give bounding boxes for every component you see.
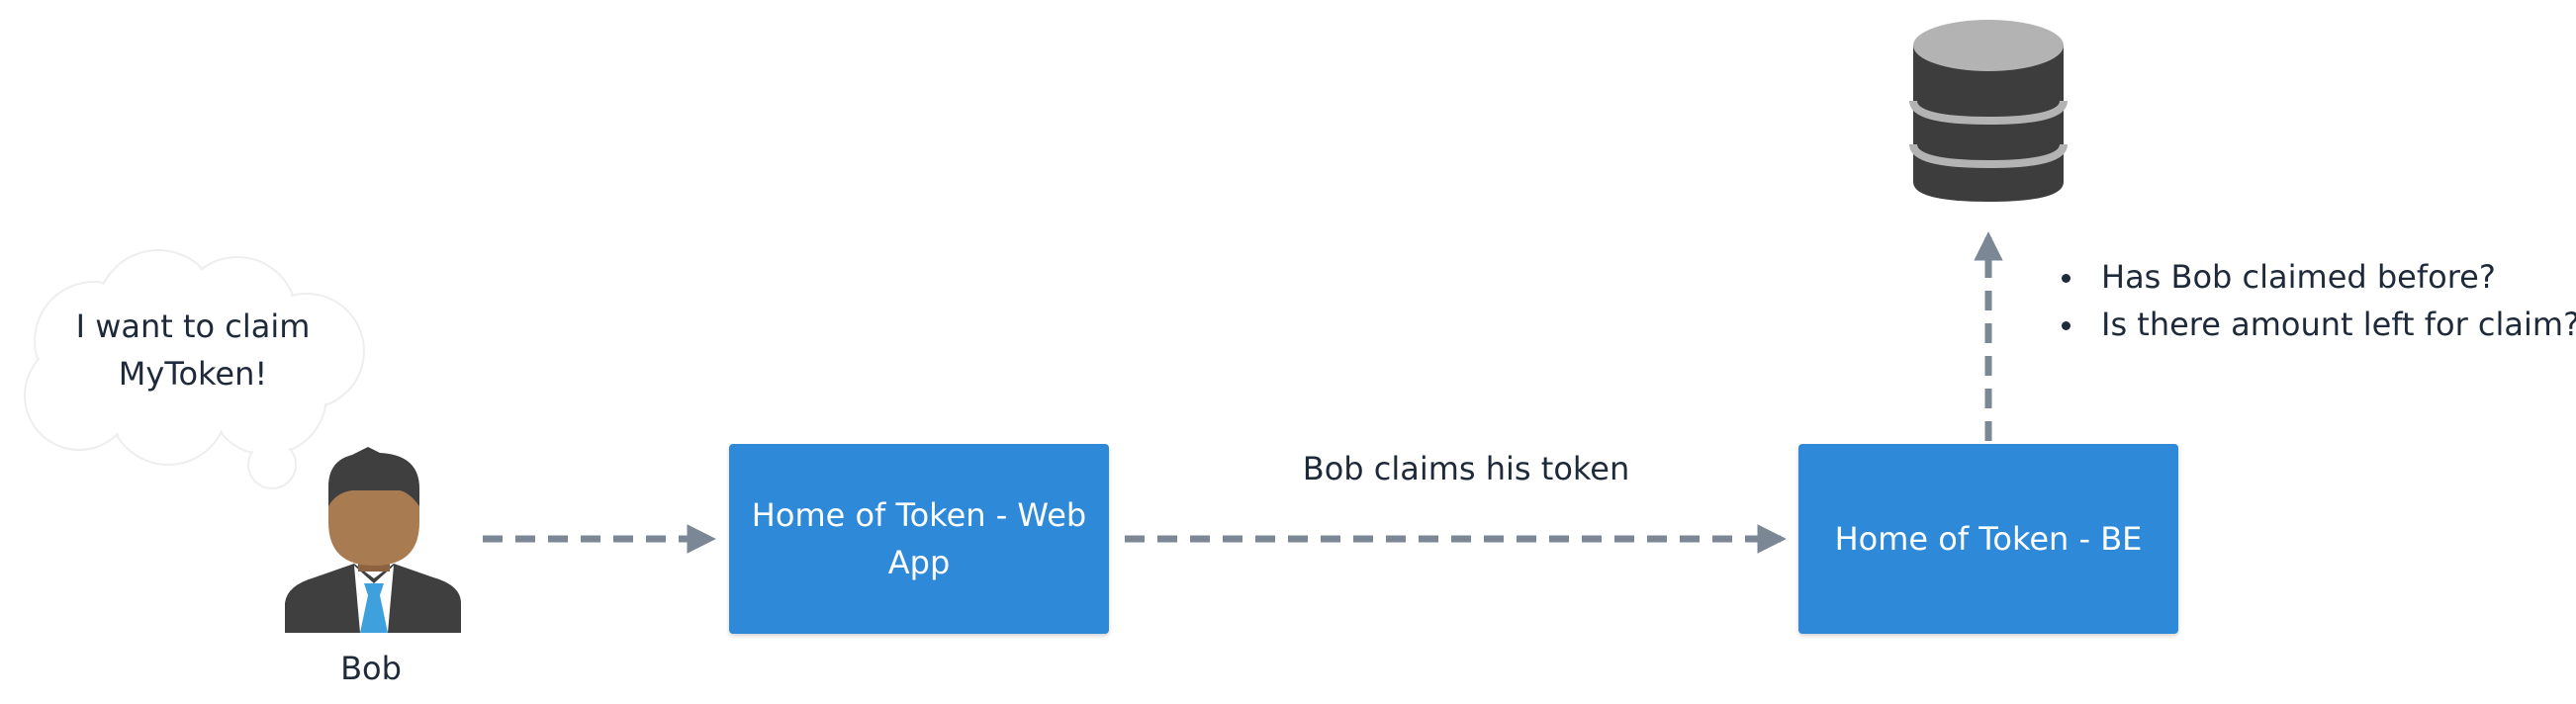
webapp-node: Home of Token - Web App: [729, 444, 1109, 634]
user-label: Bob: [340, 650, 402, 687]
backend-node: Home of Token - BE: [1798, 444, 2178, 634]
webapp-node-label: Home of Token - Web App: [751, 496, 1087, 581]
note-item: Is there amount left for claim?: [2056, 301, 2576, 348]
note-item: Has Bob claimed before?: [2056, 253, 2576, 301]
edge-label-claims-token: Bob claims his token: [1302, 450, 1630, 487]
database-check-notes: Has Bob claimed before? Is there amount …: [2056, 253, 2576, 348]
thought-text: I want to claim MyToken!: [75, 308, 311, 393]
businessman-icon: [285, 447, 461, 633]
database-icon: [1909, 20, 2068, 202]
backend-node-label: Home of Token - BE: [1834, 520, 2143, 558]
